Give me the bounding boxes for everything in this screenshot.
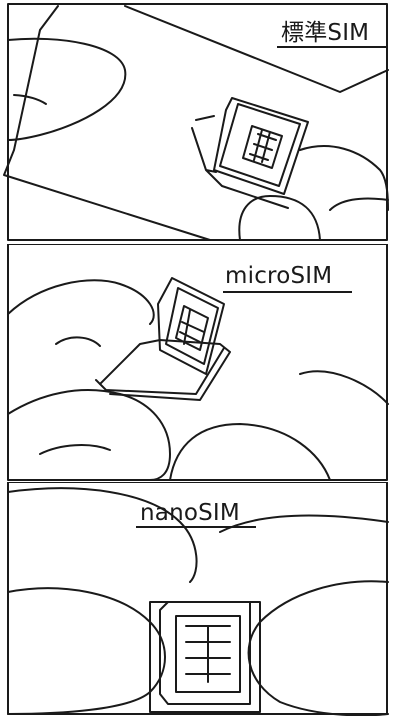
finger-right xyxy=(170,424,330,480)
standard-sim-label: 標準SIM xyxy=(281,20,369,46)
finger-left-lower xyxy=(8,390,170,480)
thumb-left xyxy=(8,280,154,324)
nano-sim-label-underline xyxy=(136,526,256,528)
standard-sim-panel: 標準SIM xyxy=(0,0,393,244)
micro-sim-label-underline xyxy=(223,291,352,293)
standard-sim-label-underline xyxy=(277,46,387,48)
finger-left xyxy=(8,588,165,714)
micro-sim-panel: microSIM xyxy=(0,244,393,482)
micro-sim-label: microSIM xyxy=(225,263,332,289)
sim-chip-outline xyxy=(160,602,250,704)
thumb-left xyxy=(8,39,125,140)
finger-right xyxy=(249,581,388,715)
nano-sim-panel: nanoSIM xyxy=(0,482,393,716)
nano-sim-label: nanoSIM xyxy=(140,500,240,526)
micro-sim-illustration xyxy=(0,244,393,482)
finger-right xyxy=(239,196,320,240)
